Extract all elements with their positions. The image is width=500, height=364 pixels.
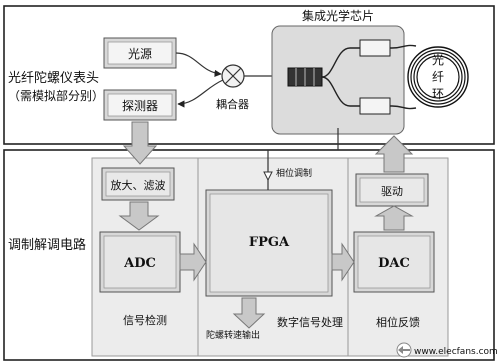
- coupler-label: 耦合器: [216, 97, 249, 111]
- arrow-fpga-output: [232, 297, 266, 329]
- drive-label: 驱动: [381, 185, 403, 198]
- gyro-head-subtitle: （需模拟部分别）: [8, 88, 104, 103]
- chip-title: 集成光学芯片: [302, 8, 374, 23]
- modulator-electrode-top: [359, 39, 391, 57]
- modulator-electrode-bottom: [359, 97, 391, 115]
- phase-feedback-caption: 相位反馈: [376, 315, 420, 329]
- phase-modulation-label: 相位调制: [276, 167, 312, 179]
- arrow-drive-to-chip: [374, 135, 414, 173]
- gyro-head-title: 光纤陀螺仪表头: [8, 70, 99, 86]
- demodulation-circuit-title: 调制解调电路: [8, 237, 86, 253]
- adc-label: ADC: [123, 256, 156, 271]
- arrow-dac-to-drive: [374, 205, 414, 231]
- arrow-fpga-to-dac: [331, 242, 355, 282]
- gyro-output-label: 陀螺转速输出: [206, 329, 260, 341]
- demodulation-circuit-frame: [3, 149, 495, 361]
- arrow-detector-to-amp: [122, 121, 158, 165]
- signal-detect-caption: 信号检测: [123, 313, 167, 327]
- watermark: www.elecfans.com: [396, 342, 498, 358]
- fiber-ring-char-1: 光: [432, 53, 444, 67]
- light-source-label: 光源: [128, 47, 152, 61]
- arrow-amp-to-adc: [118, 201, 160, 231]
- detector-label: 探测器: [122, 99, 158, 113]
- fiber-ring-char-3: 环: [432, 87, 444, 101]
- phase-modulation-line: [267, 128, 339, 190]
- fiber-ring-char-2: 纤: [432, 70, 444, 84]
- svg-text:www.elecfans.com: www.elecfans.com: [414, 347, 498, 357]
- gyro-head-frame: [3, 5, 495, 145]
- digital-signal-caption: 数字信号处理: [277, 315, 343, 329]
- fiber-ring: [407, 46, 469, 108]
- amp-filter-label: 放大、滤波: [111, 178, 166, 192]
- fpga-label: FPGA: [249, 235, 290, 250]
- arrow-adc-to-fpga: [179, 242, 207, 282]
- dac-label: DAC: [378, 256, 410, 271]
